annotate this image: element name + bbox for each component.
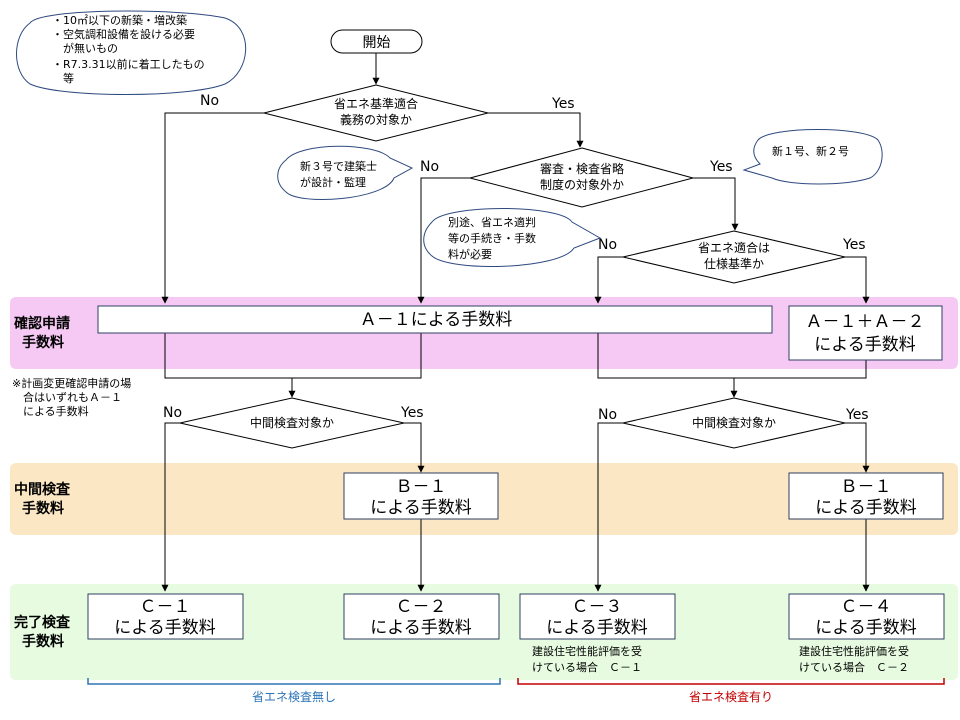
label-with-energy-check: 省エネ検査有り [689,690,773,704]
bubble-architect-line2: が設計・監理 [300,175,366,189]
c4-subnote-line2: けている場合 Ｃ－２ [799,660,909,674]
bubble-separate-line2: 等の手続き・手数 [448,231,536,245]
decision-interim-right [622,397,846,449]
no-label-d4: No [163,405,182,421]
no-label-d3: No [598,237,617,253]
c4-subnote-line1: 建設住宅性能評価を受 [799,644,909,658]
plan-change-note-line1: ※計画変更確認申請の場 [12,376,131,390]
box-c1 [87,593,244,640]
plan-change-note-line3: による手数料 [12,404,89,418]
decision-spec-standard-line2: 仕様基準か [704,256,764,271]
decision-review-exemption [468,147,695,208]
box-b1-right [788,472,944,520]
bubble-architect-line1: 新３号で建築士 [300,159,377,173]
box-c2-line2: による手数料 [370,618,472,638]
box-a1a2-line2: による手数料 [814,335,916,355]
confirm-band-label-2: 手数料 [22,334,64,351]
box-c2 [343,593,500,640]
box-b1-right-line1: Ｂ－１ [841,477,892,497]
box-c3 [519,593,676,640]
yes-label-d4: Yes [400,405,424,421]
box-c1-line2: による手数料 [114,618,216,638]
start-label: 開始 [363,35,391,51]
interim-band-label: 中間検査 [14,481,71,498]
box-c4-line1: Ｃ－４ [841,597,892,617]
box-c2-line1: Ｃ－２ [396,597,447,617]
decision-interim-left [179,397,405,449]
complete-band-label: 完了検査 [14,614,71,631]
bubble-top-left-line5: 等 [52,71,74,85]
box-a1a2 [788,305,943,361]
bubble-new-numbers [742,129,883,185]
bracket-without-energy-check [87,678,501,685]
yes-label-d5: Yes [845,407,869,423]
complete-band-label-2: 手数料 [22,633,64,650]
bubble-top-left-line1: ・10㎡以下の新築・増改築 [52,13,187,27]
bubble-top-left [16,10,247,95]
decision-review-exemption-line2: 制度の対象外か [540,177,624,192]
connectors [161,53,870,592]
c3-subnote-line1: 建設住宅性能評価を受 [532,644,642,658]
bubble-top-left-line2: ・空気調和設備を設ける必要 [52,27,195,41]
decision-energy-obligation-line2: 義務の対象か [340,112,412,127]
start-terminal [330,29,423,54]
no-label-d1: No [200,93,219,109]
no-label-d2: No [420,159,439,175]
decision-energy-obligation-line1: 省エネ基準適合 [334,96,418,111]
decision-review-exemption-line1: 審査・検査省略 [540,161,624,176]
confirm-band-label: 確認申請 [14,315,70,332]
interim-band-label-2: 手数料 [22,500,64,517]
bubble-separate-line3: 料が必要 [448,247,492,261]
bubble-new-numbers-text: 新１号、新２号 [772,144,849,158]
bracket-with-energy-check [517,678,945,685]
box-a1 [97,305,773,334]
decision-energy-obligation [263,84,489,142]
no-label-d5: No [598,407,617,423]
box-b1-left-line2: による手数料 [370,498,472,518]
plan-change-note-line2: 合はいずれもＡ－１ [12,390,122,404]
decision-interim-right-label: 中間検査対象か [692,415,776,430]
label-without-energy-check: 省エネ検査無し [252,689,336,704]
box-a1-label: Ａ－１による手数料 [360,310,513,330]
bubble-separate-line1: 別途、省エネ適判 [448,215,536,229]
decision-interim-left-label: 中間検査対象か [250,415,334,430]
yes-label-d2: Yes [709,159,733,175]
box-c4-line2: による手数料 [815,618,917,638]
box-a1a2-line1: Ａ－１＋Ａ－２ [806,312,925,332]
box-c4 [788,593,945,640]
yes-label-d1: Yes [551,96,575,112]
box-b1-left [343,472,499,520]
bubble-top-left-line3: が無いもの [52,41,118,55]
bubble-architect [277,145,414,200]
box-c1-line1: Ｃ－１ [140,597,191,617]
box-b1-right-line2: による手数料 [815,498,917,518]
bubble-top-left-line4: ・R7.3.31以前に着工したもの [52,57,205,71]
box-c3-line1: Ｃ－３ [572,597,623,617]
c3-subnote-line2: けている場合 Ｃ－１ [532,660,642,674]
bubble-separate [423,208,602,267]
box-b1-left-line1: Ｂ－１ [396,477,447,497]
yes-label-d3: Yes [842,237,866,253]
decision-spec-standard [622,230,846,284]
decision-spec-standard-line1: 省エネ適合は [698,240,770,255]
box-c3-line2: による手数料 [546,618,648,638]
